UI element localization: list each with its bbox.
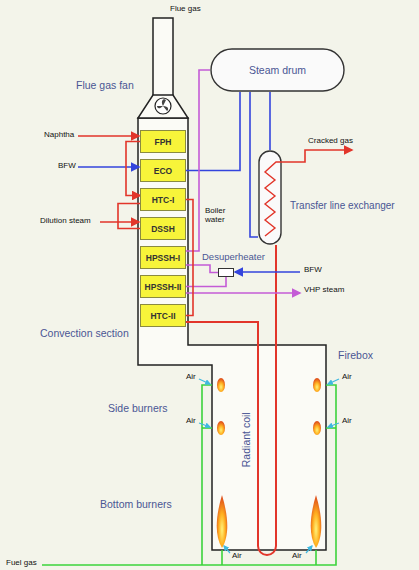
pipe-connector — [118, 204, 140, 229]
steam-drum: Steam drum — [210, 48, 345, 92]
node-label: ECO — [154, 166, 172, 176]
convection-coil-box: ECO — [140, 159, 186, 182]
pipe-connector — [186, 70, 210, 251]
node-label: HTC-I — [152, 195, 175, 205]
node-label: Steam drum — [249, 64, 306, 76]
stream-label: BFW — [58, 162, 76, 171]
node-label: HTC-II — [150, 311, 175, 321]
exchanger-vessel — [258, 150, 282, 245]
desuperheater: Desuperheater — [200, 251, 270, 279]
node-label: HPSSH-I — [146, 253, 180, 263]
hood — [138, 95, 188, 118]
fan-symbol — [155, 98, 171, 114]
stream-label: Air — [342, 417, 352, 426]
stream-label: Air — [186, 417, 196, 426]
convection-coil-box: DSSH — [140, 217, 186, 240]
node-label: FPH — [155, 137, 172, 147]
part-label: Bottom burners — [100, 499, 172, 511]
stream-label: BFW — [304, 266, 322, 275]
radiant-coil — [186, 245, 276, 555]
node-label: Desuperheater — [202, 251, 265, 262]
stream-label: Air — [292, 552, 302, 561]
fuel-gas-lines — [42, 385, 336, 565]
convection-coil-box: HPSSH-I — [140, 246, 186, 269]
stream-label: Boiler water — [205, 207, 235, 225]
convection-coil-box: HPSSH-II — [140, 275, 186, 298]
rotated-label: Radiant coil — [240, 413, 252, 468]
pipe-connector — [186, 92, 240, 171]
feed-lines — [78, 136, 352, 293]
stream-label: Dilution steam — [40, 217, 91, 226]
furnace-housing — [138, 118, 326, 550]
stream-label: Air — [342, 373, 352, 382]
convection-coil-box: HTC-I — [140, 188, 186, 211]
convection-coil-box: HTC-II — [140, 304, 186, 327]
pipe-connector — [250, 92, 258, 237]
node-label: DSSH — [151, 224, 175, 234]
node-label: HPSSH-II — [145, 282, 182, 292]
node-label: Transfer line exchanger — [290, 200, 395, 211]
stream-label: Fuel gas — [6, 559, 37, 568]
pipe-connector — [186, 265, 218, 273]
part-label: Side burners — [108, 403, 168, 415]
stream-label: Naphtha — [44, 131, 74, 140]
transfer-line-exchanger: Transfer line exchanger — [258, 150, 416, 245]
part-label: Flue gas fan — [76, 80, 134, 92]
stream-label: Flue gas — [170, 5, 201, 14]
stack — [153, 18, 173, 96]
stream-label: Air — [186, 373, 196, 382]
pipe-connector — [186, 200, 193, 316]
part-label: Convection section — [40, 328, 129, 340]
pipe-connector — [269, 92, 271, 150]
burner-flames — [217, 378, 322, 548]
air-arrows — [199, 379, 339, 553]
pipe-connector — [126, 142, 140, 196]
desuperheater-box — [218, 268, 234, 277]
part-label: Firebox — [338, 350, 373, 362]
convection-coil-box: FPH — [140, 130, 186, 153]
pipe-connector — [186, 277, 226, 287]
stream-label: VHP steam — [304, 286, 344, 295]
stream-label: Cracked gas — [308, 137, 353, 146]
stream-label: Air — [232, 552, 242, 561]
